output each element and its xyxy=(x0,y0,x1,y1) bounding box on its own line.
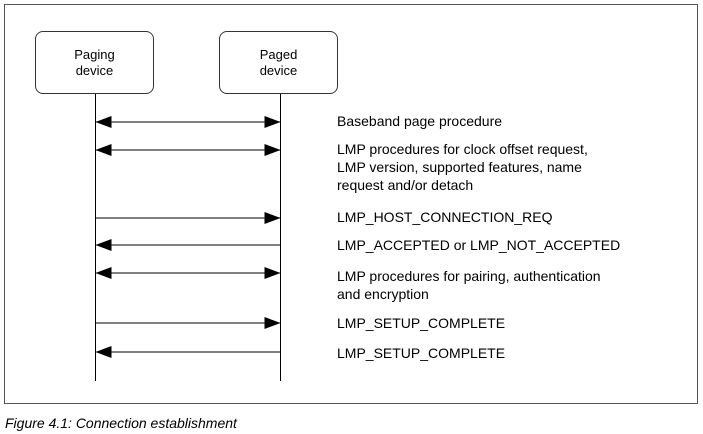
arrowhead-left-icon xyxy=(95,239,112,251)
arrowhead-left-icon xyxy=(95,144,112,156)
message-arrow-7 xyxy=(95,346,281,358)
message-label-baseband-page: Baseband page procedure xyxy=(337,113,503,129)
message-arrow-4 xyxy=(95,239,281,251)
arrowhead-right-icon xyxy=(264,144,281,156)
message-label-accepted: LMP_ACCEPTED or LMP_NOT_ACCEPTED xyxy=(337,237,621,253)
message-arrow-5 xyxy=(95,267,281,279)
message-arrow-3 xyxy=(95,212,281,224)
message-arrow-2 xyxy=(95,144,281,156)
arrowhead-right-icon xyxy=(264,116,281,128)
arrowhead-left-icon xyxy=(95,267,112,279)
arrowhead-left-icon xyxy=(95,346,112,358)
arrowhead-right-icon xyxy=(264,212,281,224)
figure-caption: Figure 4.1: Connection establishment xyxy=(5,415,237,431)
message-label-lmp-clock-offset: LMP procedures for clock offset request,… xyxy=(337,141,588,193)
message-label-setup-complete-2: LMP_SETUP_COMPLETE xyxy=(337,345,506,361)
paging-device-box: Paging device xyxy=(35,31,154,94)
paged-device-lifeline xyxy=(280,94,281,381)
message-arrow-6 xyxy=(95,317,281,329)
message-arrow-1 xyxy=(95,116,281,128)
message-label-pairing: LMP procedures for pairing, authenticati… xyxy=(337,268,601,302)
message-label-setup-complete-1: LMP_SETUP_COMPLETE xyxy=(337,315,506,331)
message-label-host-connection-req: LMP_HOST_CONNECTION_REQ xyxy=(337,209,553,225)
diagram-frame xyxy=(4,4,698,404)
paging-device-lifeline xyxy=(95,94,96,381)
arrowhead-right-icon xyxy=(264,267,281,279)
arrowhead-left-icon xyxy=(95,116,112,128)
paged-device-box: Paged device xyxy=(219,31,338,94)
arrowhead-right-icon xyxy=(264,317,281,329)
